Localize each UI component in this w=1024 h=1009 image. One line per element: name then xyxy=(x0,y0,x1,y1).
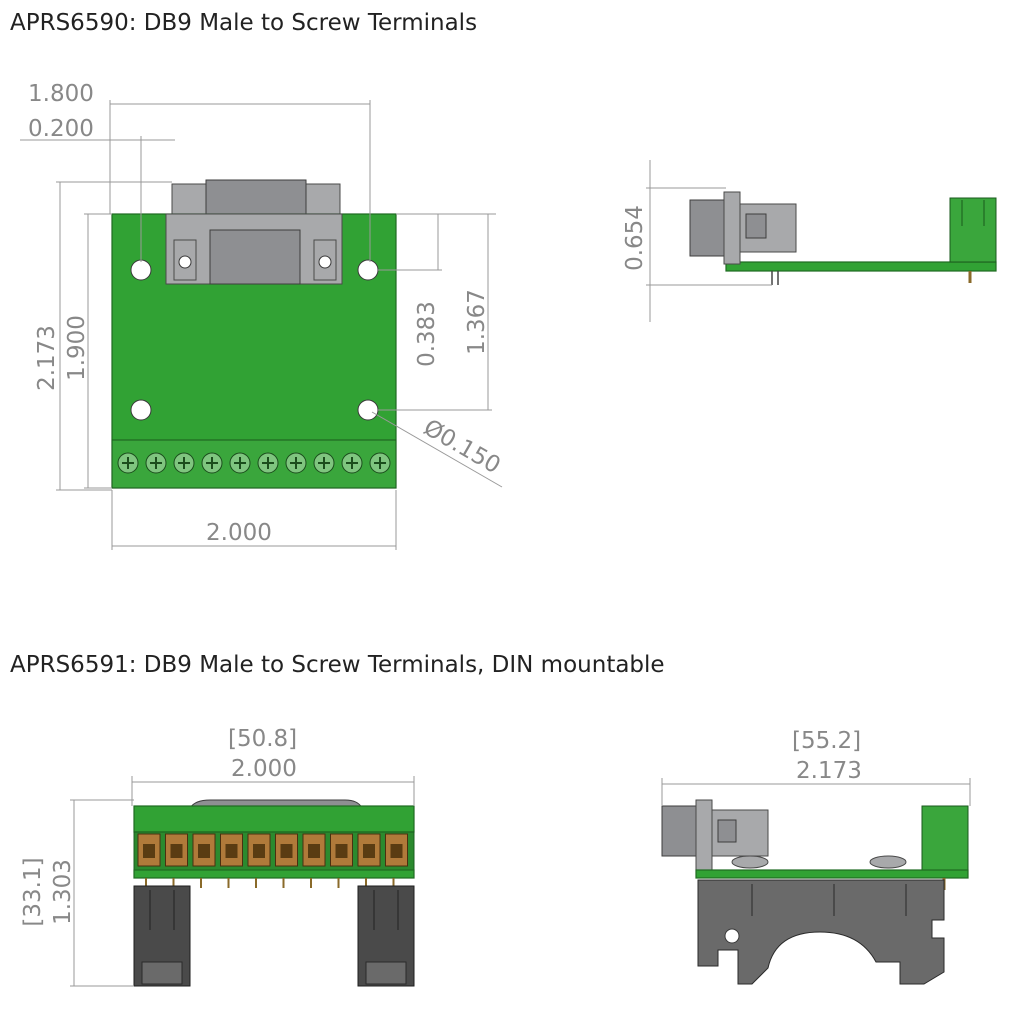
side-db9-plug xyxy=(689,199,727,257)
aprs6591-side-dimensions: [55.2] 2.173 xyxy=(661,728,971,806)
mounting-hole-bl xyxy=(130,399,152,421)
din-clip-left xyxy=(133,885,191,987)
dim-2173-bottom: 2.173 xyxy=(796,758,862,784)
side2-din-hole xyxy=(724,928,740,944)
aprs6591-front-view xyxy=(133,799,415,987)
side2-terminal-block xyxy=(921,805,969,871)
side2-screw-left xyxy=(731,855,769,869)
db9-housing xyxy=(209,229,301,285)
side2-db9-clip xyxy=(717,819,737,843)
mounting-hole-tr xyxy=(357,259,379,281)
aprs6591-front-dimensions: [50.8] 2.000 [33.1] 1.303 xyxy=(20,726,415,987)
side2-db9-plug xyxy=(661,805,697,857)
dim-0654: 0.654 xyxy=(622,205,648,271)
mounting-hole-tl xyxy=(130,259,152,281)
mounting-hole-br xyxy=(357,399,379,421)
aprs6590-plan-view xyxy=(111,179,397,489)
din-clip-left-foot xyxy=(141,961,183,985)
din-clip-right xyxy=(357,885,415,987)
dim-mm-55-2: [55.2] xyxy=(792,728,861,754)
dim-1367: 1.367 xyxy=(464,289,490,355)
front-pins xyxy=(145,878,395,888)
db9-screw-right xyxy=(318,255,332,269)
dim-2173-vertical: 2.173 xyxy=(34,325,60,391)
side-db9-flange xyxy=(723,191,741,265)
dim-1900: 1.900 xyxy=(64,315,90,381)
side2-pcb xyxy=(695,869,969,879)
din-clip-right-foot xyxy=(365,961,407,985)
side2-din-clip xyxy=(697,879,945,985)
aprs6591-side-view xyxy=(661,799,969,985)
dim-1800: 1.800 xyxy=(28,81,94,107)
front-terminal-ports xyxy=(137,833,408,867)
db9-screw-left xyxy=(178,255,192,269)
aprs6590-side-view xyxy=(689,191,997,285)
side-terminal-block xyxy=(949,197,997,263)
front-terminal-top xyxy=(133,805,415,833)
dim-mm-33-1: [33.1] xyxy=(20,857,46,926)
title-aprs6590: APRS6590: DB9 Male to Screw Terminals xyxy=(10,10,478,36)
dim-0383: 0.383 xyxy=(414,301,440,367)
dim-2000-bottom: 2.000 xyxy=(231,756,297,782)
front-pcb xyxy=(133,869,415,879)
dim-2000-top: 2.000 xyxy=(206,520,272,546)
side-db9-clip xyxy=(745,213,767,239)
side-pcb xyxy=(725,261,997,272)
side2-db9-flange xyxy=(695,799,713,871)
dim-0200: 0.200 xyxy=(28,116,94,142)
dim-1303: 1.303 xyxy=(50,859,76,925)
db9-shell-body xyxy=(205,179,307,217)
side2-screw-right xyxy=(869,855,907,869)
terminal-screws xyxy=(117,452,391,474)
aprs6590-side-dimensions: 0.654 xyxy=(622,160,772,322)
dim-mm-50-8: [50.8] xyxy=(228,726,297,752)
title-aprs6591: APRS6591: DB9 Male to Screw Terminals, D… xyxy=(10,652,665,678)
